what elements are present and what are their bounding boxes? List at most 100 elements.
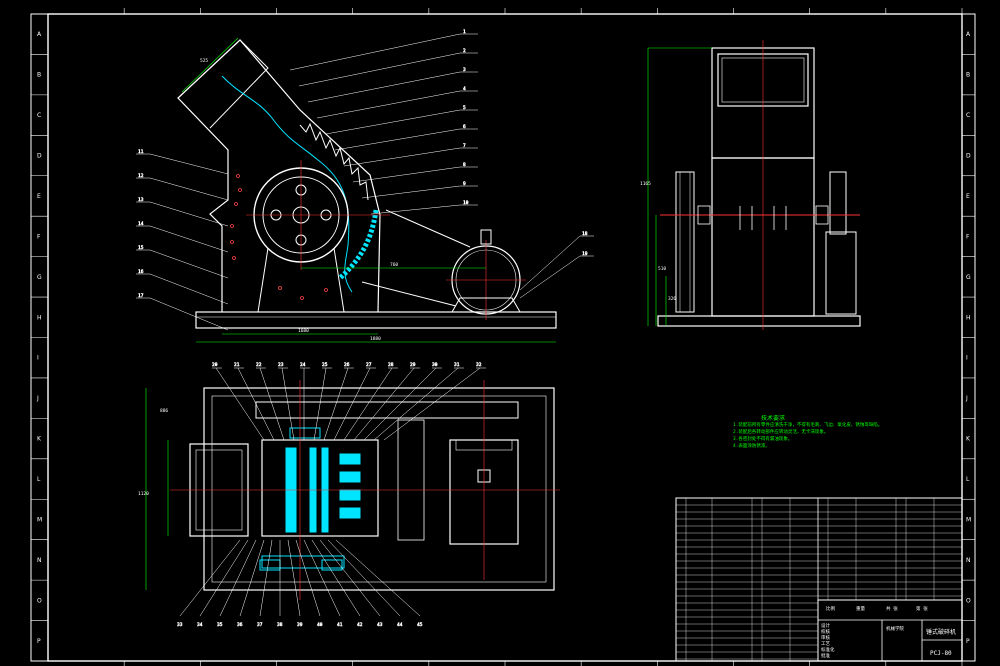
side-motor [825, 231, 857, 315]
zone-label-left: I [37, 355, 39, 362]
callout-label: 23 [278, 362, 284, 368]
side-view: 1165 510 326 [640, 40, 861, 330]
zone-label-right: F [966, 233, 970, 240]
zone-label-right: D [966, 153, 971, 160]
callout-label: 30 [432, 362, 438, 368]
callout-label: 18 [582, 231, 588, 237]
callout-label: 14 [138, 221, 144, 227]
tech-req-line-3: 3.各密封处不得有漏油现象。 [733, 437, 793, 442]
zone-label-right: N [966, 557, 971, 564]
title-block-header: 校核 [821, 628, 830, 635]
side-pulley-right [829, 171, 847, 235]
dim-side-shaft: 510 [658, 266, 666, 272]
title-block-header: 标准化 [821, 646, 835, 653]
tech-req-line-4: 4.表面涂防锈漆。 [733, 444, 770, 449]
title-block-header: 审核 [821, 634, 830, 641]
zone-label-right: K [966, 436, 971, 443]
callout-label: 25 [322, 362, 328, 368]
drawing-number: PCJ-80 [930, 650, 952, 657]
callout-label: 5 [463, 105, 466, 111]
zone-label-left: O [37, 597, 42, 604]
callout-label: 20 [212, 362, 218, 368]
liner-teeth [299, 122, 369, 201]
zone-label-right: L [966, 476, 970, 483]
zone-label-left: L [37, 476, 41, 483]
callout-label: 21 [234, 362, 240, 368]
zone-label-right: E [966, 193, 970, 200]
callout-label: 13 [138, 197, 144, 203]
title-block-label: 第 张 [916, 605, 928, 612]
zone-label-left: P [37, 638, 41, 645]
title-block-header: 批准 [821, 652, 830, 659]
dim-hopper: 525 [200, 58, 208, 64]
zone-label-right: P [966, 638, 970, 645]
callout-label: 11 [138, 149, 144, 155]
callout-label: 26 [344, 362, 350, 368]
side-pulley-left [675, 171, 695, 313]
zone-label-right: C [966, 112, 970, 119]
callout-label: 44 [397, 622, 403, 628]
title-block-unit: 机械学院 [886, 625, 904, 632]
title-block-header: 设计 [821, 622, 830, 629]
technical-requirements: 技术要求 1.装配前所有零件应清洗干净，不得有毛刺、飞边、氧化皮、锈蚀等缺陷。 … [733, 415, 883, 450]
callout-label: 40 [317, 622, 323, 628]
callout-label: 16 [138, 269, 144, 275]
v-belt-upper [385, 209, 471, 248]
drawing-title: 锤式破碎机 [926, 628, 956, 636]
zone-label-left: J [36, 395, 39, 402]
tech-req-line-1: 1.装配前所有零件应清洗干净，不得有毛刺、飞边、氧化皮、锈蚀等缺陷。 [733, 423, 883, 428]
callout-label: 36 [237, 622, 243, 628]
dim-side-height: 1165 [640, 181, 651, 187]
zone-label-left: C [37, 112, 41, 119]
tech-req-title: 技术要求 [760, 415, 785, 422]
dim-plan-width: 1120 [138, 491, 149, 497]
callout-label: 42 [357, 622, 363, 628]
callout-label: 15 [138, 245, 144, 251]
callout-label: 8 [463, 162, 466, 168]
screen-grate [338, 209, 379, 280]
plan-belt-guard [255, 401, 519, 419]
zone-label-left: A [37, 31, 42, 38]
plan-rotor-housing [261, 439, 379, 537]
zone-label-left: G [37, 274, 42, 281]
callout-label: 28 [388, 362, 394, 368]
dim-front-base: 1680 [298, 328, 309, 334]
callout-label: 41 [337, 622, 343, 628]
parts-list: 锤式破碎机 PCJ-80 机械学院 设计校核审核工艺标准化批准比例重量共 张第 … [675, 497, 963, 662]
zone-label-left: E [37, 193, 41, 200]
callout-label: 10 [463, 200, 469, 206]
callout-label: 32 [476, 362, 482, 368]
front-view: 1680 1880 760 525 1234567891011121314151… [136, 29, 594, 343]
zone-label-right: M [966, 516, 971, 523]
front-base-plate [195, 311, 557, 329]
callout-label: 1 [463, 29, 466, 35]
callout-label: 34 [197, 622, 203, 628]
callout-label: 29 [410, 362, 416, 368]
zone-label-right: H [966, 314, 971, 321]
callout-label: 3 [463, 67, 466, 73]
title-block-label: 比例 [826, 605, 835, 612]
callout-label: 6 [463, 124, 466, 130]
callout-label: 9 [463, 181, 466, 187]
zone-label-right: G [966, 274, 971, 281]
zone-label-left: M [37, 516, 42, 523]
title-block-label: 重量 [856, 605, 865, 612]
material-liner [221, 75, 353, 293]
callout-label: 38 [277, 622, 283, 628]
callout-label: 4 [463, 86, 466, 92]
dim-front-overall: 1880 [370, 336, 381, 342]
callout-label: 19 [582, 251, 588, 257]
callout-label: 37 [257, 622, 263, 628]
callout-label: 31 [454, 362, 460, 368]
callout-label: 12 [138, 173, 144, 179]
callout-label: 39 [297, 622, 303, 628]
dim-shaft-motor: 760 [390, 262, 398, 268]
dim-side-base: 326 [668, 296, 676, 302]
title-block-header: 工艺 [821, 641, 830, 647]
zone-label-right: B [966, 72, 970, 79]
callout-label: 7 [463, 143, 466, 149]
callout-label: 24 [300, 362, 306, 368]
plan-base-frame [203, 387, 555, 591]
side-base [657, 315, 861, 327]
